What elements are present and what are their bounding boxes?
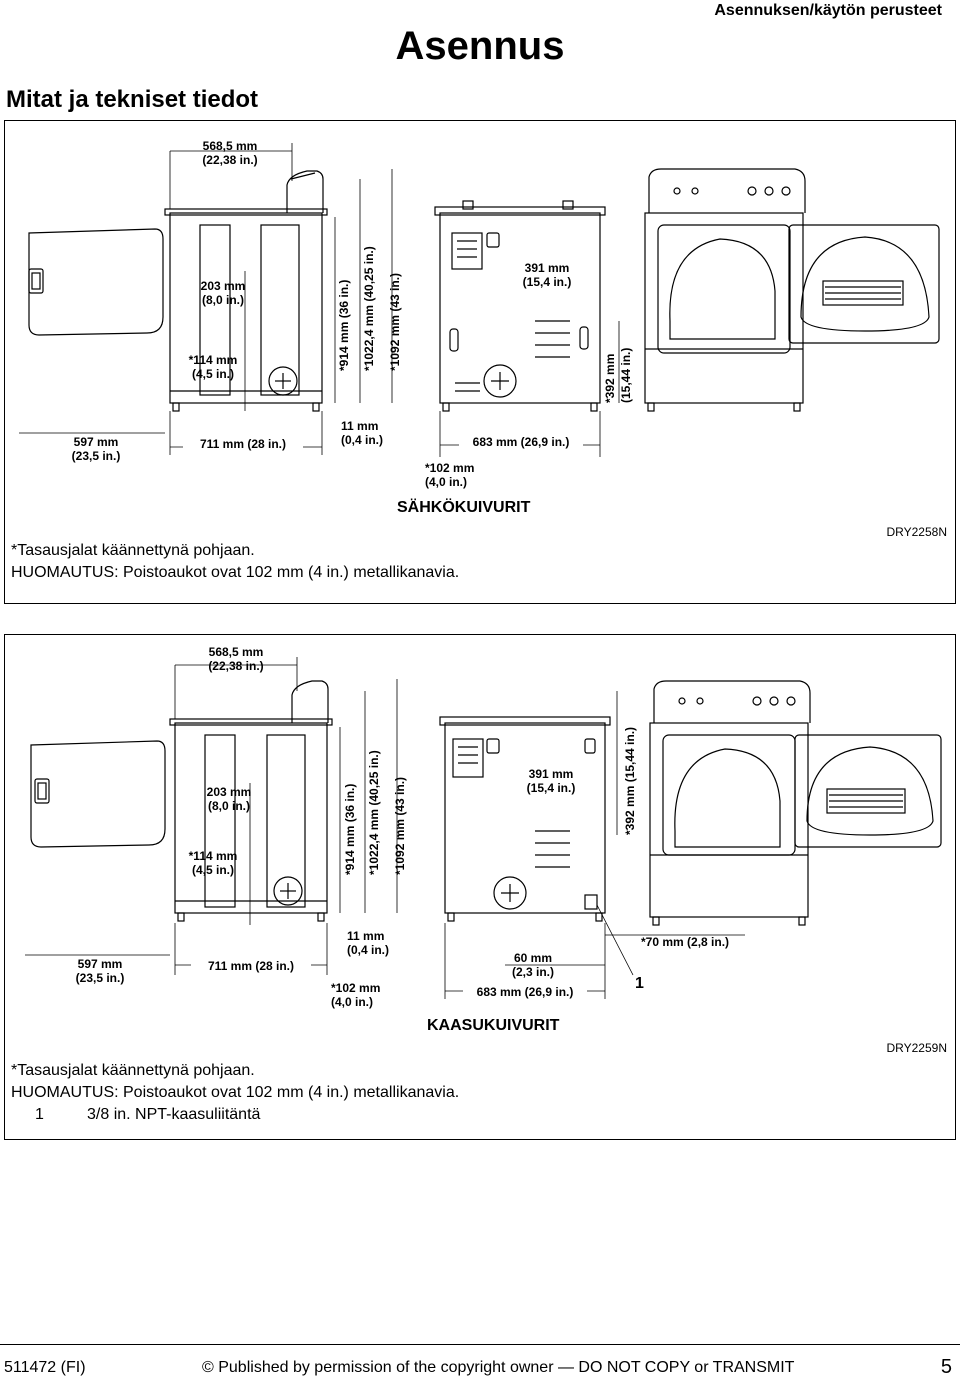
dim-height-1022: *1022,4 mm (40,25 in.)	[362, 246, 376, 371]
dim-102: *102 mm	[425, 461, 475, 475]
dim-11-in: (0,4 in.)	[347, 943, 390, 957]
dim-102-in: (4,0 in.)	[331, 995, 374, 1009]
dim-11-in: (0,4 in.)	[341, 433, 384, 447]
electric-note-feet: *Tasausjalat käännettynä pohjaan.	[11, 542, 255, 559]
dim-391-in: (15,4 in.)	[522, 275, 572, 289]
dim-width-top-in: (22,38 in.)	[208, 659, 264, 673]
footer-page-number: 5	[940, 1356, 952, 1378]
electric-model-code: DRY2258N	[886, 525, 947, 539]
dim-60-in: (2,3 in.)	[511, 965, 554, 979]
dim-203: 203 mm	[206, 785, 252, 799]
dim-391-in: (15,4 in.)	[526, 781, 576, 795]
dim-203: 203 mm	[200, 279, 246, 293]
dim-height-1022: *1022,4 mm (40,25 in.)	[367, 750, 381, 875]
dim-203-in: (8,0 in.)	[207, 799, 250, 813]
dim-height-1092: *1092 mm (43 in.)	[393, 776, 407, 875]
dim-70: *70 mm (2,8 in.)	[641, 935, 730, 949]
gas-model-code: DRY2259N	[886, 1041, 947, 1055]
dim-114: *114 mm	[188, 849, 238, 863]
electric-note-exhaust: HUOMAUTUS: Poistoaukot ovat 102 mm (4 in…	[11, 564, 460, 581]
dim-597-in: (23,5 in.)	[71, 449, 121, 463]
electric-dryer-diagram	[19, 143, 940, 457]
electric-section-title: SÄHKÖKUIVURIT	[397, 499, 531, 516]
gas-note-exhaust: HUOMAUTUS: Poistoaukot ovat 102 mm (4 in…	[11, 1084, 460, 1101]
dim-391: 391 mm	[528, 767, 574, 781]
dim-392: *392 mm (15,44 in.)	[623, 726, 637, 835]
dim-114-in: (4,5 in.)	[191, 863, 234, 877]
footer-copyright: © Published by permission of the copyrig…	[202, 1359, 795, 1376]
dim-392: *392 mm	[603, 353, 617, 403]
section-header: Asennuksen/käytön perusteet	[714, 2, 942, 19]
dim-597: 597 mm	[73, 435, 119, 449]
dim-114: *114 mm	[188, 353, 238, 367]
dim-392-in: (15,44 in.)	[619, 347, 633, 403]
dim-height-914: *914 mm (36 in.)	[337, 279, 351, 371]
dim-597: 597 mm	[77, 957, 123, 971]
footer-doc-number: 511472 (FI)	[4, 1359, 86, 1376]
dim-height-1092: *1092 mm (43 in.)	[388, 272, 402, 371]
dim-683: 683 mm (26,9 in.)	[463, 985, 587, 999]
dim-width-top-in: (22,38 in.)	[202, 153, 258, 167]
dim-102: *102 mm	[331, 981, 381, 995]
footer-divider	[0, 1344, 960, 1345]
legend-number: 1	[35, 1106, 44, 1123]
gas-note-feet: *Tasausjalat käännettynä pohjaan.	[11, 1062, 255, 1079]
page-title: Asennus	[395, 24, 565, 68]
dim-width-top: 568,5 mm	[208, 645, 264, 659]
dim-102-in: (4,0 in.)	[425, 475, 468, 489]
dim-711: 711 mm (28 in.)	[183, 437, 303, 451]
dim-height-914: *914 mm (36 in.)	[343, 783, 357, 875]
page-subtitle: Mitat ja tekniset tiedot	[6, 86, 259, 113]
dim-60: 60 mm	[513, 951, 553, 965]
gas-section-title: KAASUKUIVURIT	[427, 1017, 560, 1034]
legend-text: 3/8 in. NPT-kaasuliitäntä	[87, 1106, 261, 1123]
dim-11: 11 mm	[347, 929, 385, 943]
dim-203-in: (8,0 in.)	[201, 293, 244, 307]
dim-114-in: (4,5 in.)	[191, 367, 234, 381]
dim-11: 11 mm	[341, 419, 379, 433]
electric-dryer-panel: 568,5 mm (22,38 in.) 203 mm (8,0 in.) *1…	[4, 120, 956, 604]
dim-width-top: 568,5 mm	[202, 139, 258, 153]
gas-dryer-panel: 568,5 mm (22,38 in.) 203 mm (8,0 in.) *1…	[4, 634, 956, 1140]
callout-1: 1	[635, 975, 644, 992]
dim-711: 711 mm (28 in.)	[191, 959, 311, 973]
dim-597-in: (23,5 in.)	[75, 971, 125, 985]
dim-683: 683 mm (26,9 in.)	[459, 435, 583, 449]
dim-391: 391 mm	[524, 261, 570, 275]
